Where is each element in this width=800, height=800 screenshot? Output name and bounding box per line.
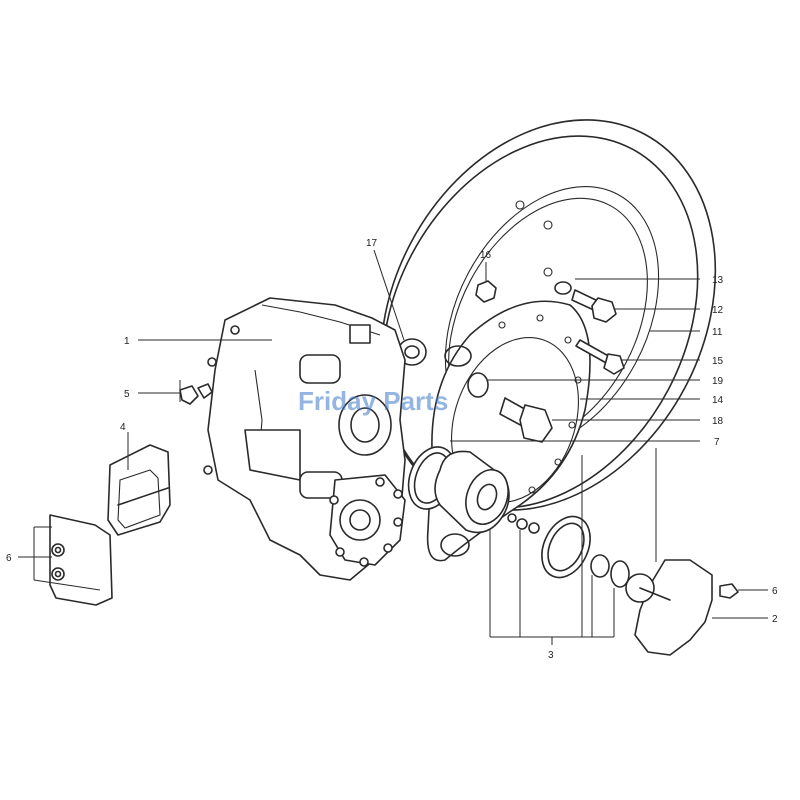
brake-pad-4 [107,444,171,536]
callout-17: 17 [366,238,378,249]
callout-1: 1 [124,336,130,347]
callout-6-left: 6 [6,553,12,564]
spacer [590,554,610,578]
callout-5: 5 [124,389,130,400]
screw-6-right [719,583,739,599]
callout-4: 4 [120,422,126,433]
callout-16: 16 [480,250,492,261]
callout-14: 14 [712,395,724,406]
caliper-body [203,297,406,581]
nut-16 [475,280,497,303]
retaining-plate [49,514,113,606]
bolt-18 [499,397,553,443]
callout-19: 19 [712,376,724,387]
callout-7: 7 [714,437,720,448]
callout-18: 18 [712,416,724,427]
bleed-nipple-set [507,513,540,534]
washer-small [610,560,630,588]
bleed-screw-5 [179,383,213,405]
callout-11: 11 [712,327,723,338]
callout-12: 12 [712,305,724,316]
washer-13 [554,281,572,295]
cover-plate-2 [625,559,713,656]
o-ring [541,515,591,579]
callout-6-right: 6 [772,586,778,597]
watermark-text: Friday Parts [298,386,448,416]
callout-15: 15 [712,356,724,367]
leader-lines [18,249,768,645]
piston [434,450,510,534]
bolt-15 [575,339,625,375]
callout-2: 2 [772,614,778,625]
callout-3: 3 [548,650,554,661]
callout-13: 13 [712,275,724,286]
callout-labels: 1 2 3 4 5 6 6 7 11 12 13 14 15 16 17 18 … [6,238,778,661]
seal-19 [467,372,489,398]
bolt-12 [571,289,617,323]
